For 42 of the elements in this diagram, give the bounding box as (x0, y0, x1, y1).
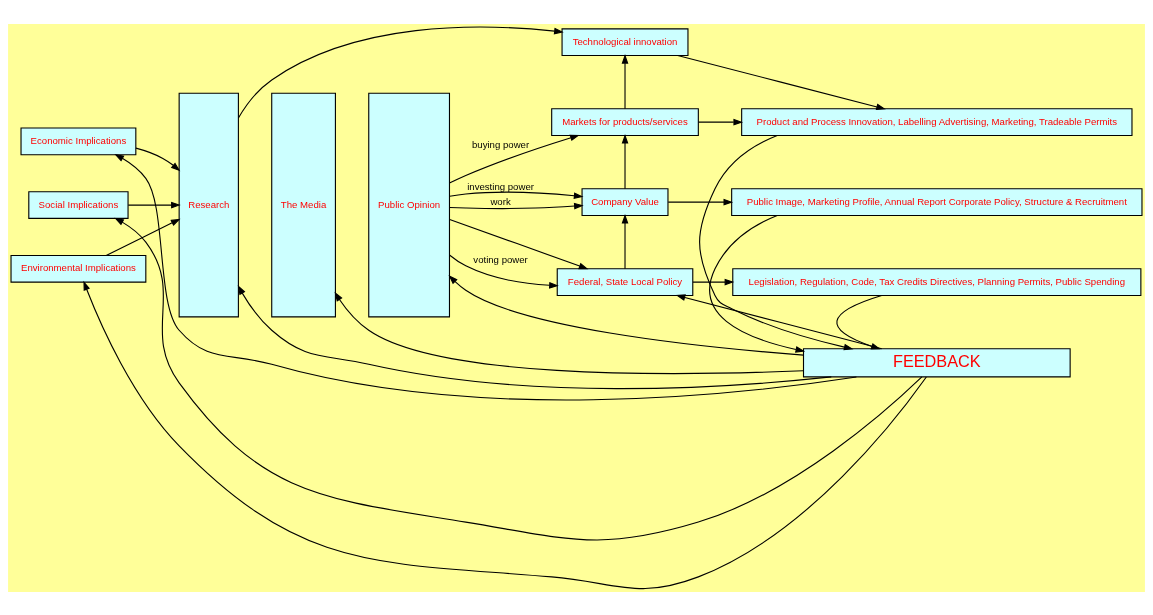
arrow (697, 118, 744, 125)
edge-label: buying power (472, 138, 530, 150)
arrow (127, 201, 181, 208)
arrow (449, 202, 584, 209)
arrow (449, 191, 584, 199)
arrow (709, 214, 806, 353)
node-box: Legislation, Regulation, Code, Tax Credits Directives, Planning Permits, Public Spending (732, 267, 1142, 296)
node-box: Markets for products/services (551, 107, 699, 136)
arrow (114, 153, 857, 400)
arrow (237, 26, 564, 118)
node-box: Company Value (581, 187, 669, 216)
arrow (667, 198, 734, 205)
node-box: Social Implications (28, 190, 129, 219)
node-box: The Media (271, 92, 336, 317)
arrow (334, 291, 804, 374)
arrow (105, 218, 181, 256)
edge-label: voting power (473, 253, 528, 265)
arrow (449, 218, 589, 269)
node-box: Environmental Implications (10, 254, 147, 283)
arrow (677, 54, 886, 110)
arrow (449, 254, 559, 289)
arrow (621, 213, 629, 269)
arrow (114, 217, 923, 540)
arrow (621, 133, 629, 189)
arrow (237, 284, 832, 389)
arrow (621, 53, 629, 109)
node-box: Public Image, Marketing Profile, Annual Report Corporate Policy, Structure & Recruitment (731, 187, 1143, 216)
edge-label: work (490, 195, 511, 207)
arrow (692, 278, 735, 285)
edge-label: investing power (467, 180, 534, 192)
node-box: Public Opinion (368, 92, 451, 317)
arrow (135, 147, 181, 171)
arrow (83, 280, 927, 589)
node-box: FEEDBACK (802, 347, 1071, 377)
arrow (448, 134, 580, 184)
arrow (699, 134, 854, 350)
node-box: Technological innovation (561, 27, 689, 56)
node-box: Research (178, 92, 239, 317)
node-box: Federal, State Local Policy (556, 267, 694, 296)
node-box: Product and Process Innovation, Labelling Advertising, Marketing, Tradeable Permits (741, 107, 1133, 136)
arrow (448, 274, 805, 356)
node-box: Economic Implications (20, 127, 137, 155)
